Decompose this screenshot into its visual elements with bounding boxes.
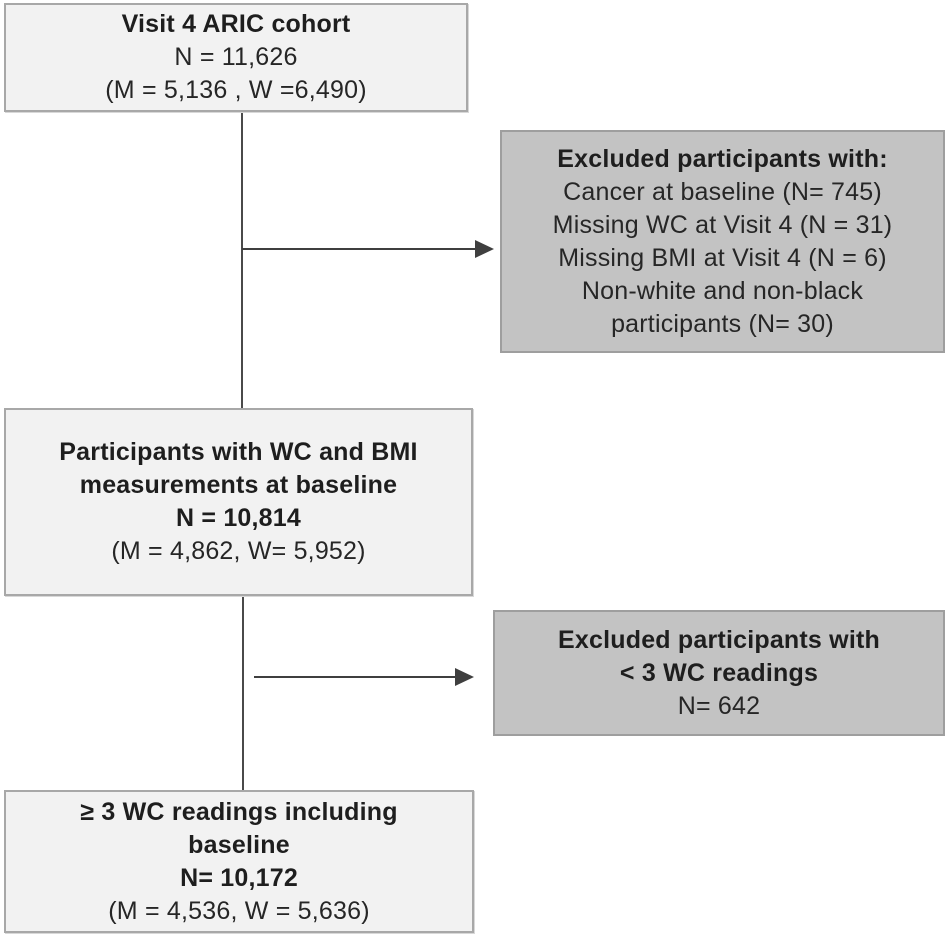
box-exclusion-wc-readings: Excluded participants with < 3 WC readin… bbox=[493, 610, 945, 736]
exclusion-item: Cancer at baseline (N= 745) bbox=[563, 177, 882, 206]
box-title: measurements at baseline bbox=[79, 471, 398, 499]
box-title: Visit 4 ARIC cohort bbox=[121, 10, 351, 38]
box-title: Excluded participants with: bbox=[557, 144, 888, 173]
box-n-count: N = 11,626 bbox=[174, 43, 298, 71]
box-n-count: N= 10,172 bbox=[180, 863, 298, 892]
box-mw-count: (M = 4,536, W = 5,636) bbox=[108, 896, 370, 925]
box-n-count: N= 642 bbox=[677, 691, 761, 720]
arrow-to-exclusion-1-icon bbox=[242, 248, 475, 250]
box-title: baseline bbox=[188, 830, 290, 859]
connector-top-to-middle bbox=[241, 112, 243, 408]
arrow-to-exclusion-2-icon bbox=[254, 676, 455, 678]
box-title: < 3 WC readings bbox=[619, 658, 819, 687]
box-exclusion-baseline: Excluded participants with: Cancer at ba… bbox=[500, 130, 945, 353]
box-visit4-aric-cohort: Visit 4 ARIC cohort N = 11,626 (M = 5,13… bbox=[4, 3, 468, 112]
box-mw-count: (M = 4,862, W= 5,952) bbox=[111, 537, 366, 565]
box-final-sample: ≥ 3 WC readings including baseline N= 10… bbox=[4, 790, 474, 933]
box-title: Excluded participants with bbox=[558, 625, 880, 654]
exclusion-item: Non-white and non-black bbox=[581, 276, 864, 305]
box-mw-count: (M = 5,136 , W =6,490) bbox=[105, 76, 367, 104]
exclusion-item: Missing WC at Visit 4 (N = 31) bbox=[552, 210, 893, 239]
box-n-count: N = 10,814 bbox=[175, 504, 301, 532]
exclusion-item: participants (N= 30) bbox=[611, 309, 834, 338]
box-wc-bmi-baseline: Participants with WC and BMI measurement… bbox=[4, 408, 473, 596]
exclusion-item: Missing BMI at Visit 4 (N = 6) bbox=[558, 243, 887, 272]
connector-middle-to-bottom bbox=[242, 596, 244, 790]
box-title: Participants with WC and BMI bbox=[59, 438, 418, 466]
box-title: ≥ 3 WC readings including bbox=[80, 797, 398, 826]
